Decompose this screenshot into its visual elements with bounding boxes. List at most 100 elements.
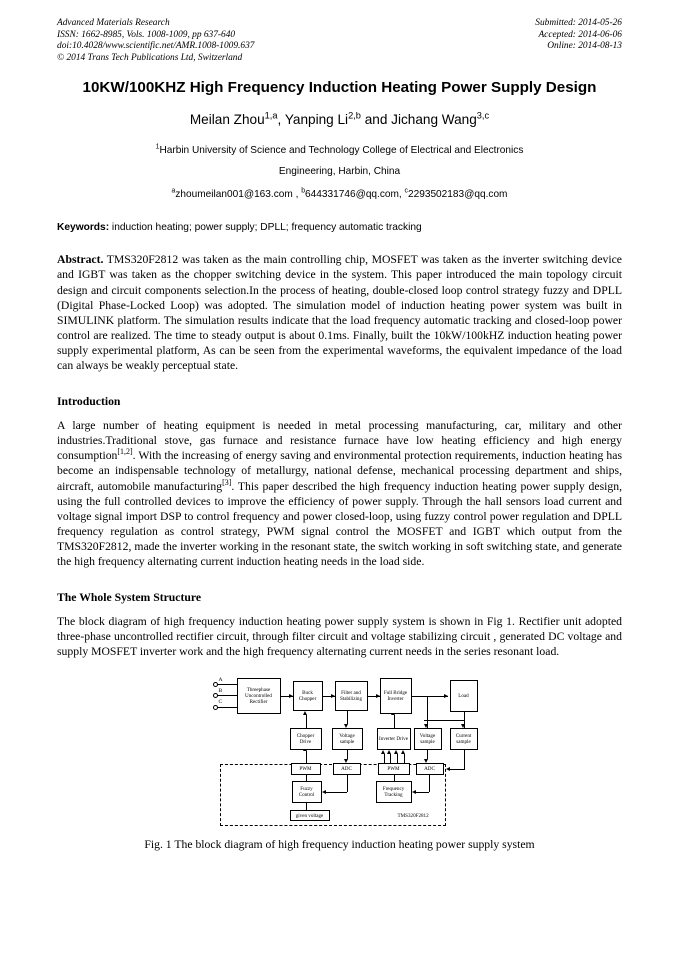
affiliation-text-1: Harbin University of Science and Technol… <box>159 145 524 157</box>
phase-label-c: C <box>218 699 223 706</box>
block-adc-2: ADC <box>415 763 444 776</box>
arrow-pwm2-d <box>401 750 405 755</box>
page-content: Advanced Materials Research ISSN: 1662-8… <box>57 18 622 851</box>
conn-given-voltage-up <box>305 803 307 811</box>
section-heading-system-structure: The Whole System Structure <box>57 591 202 605</box>
block-inverter-drive-label: Inverter Drive <box>379 736 408 743</box>
online-date: Online: 2014-08-13 <box>547 41 622 52</box>
pwm2-line-a <box>383 754 385 764</box>
block-given-voltage: given voltage <box>289 810 330 822</box>
block-adc-2-label: ADC <box>424 766 435 773</box>
abstract-label: Abstract. <box>57 253 104 267</box>
arrow-chopper-to-filter <box>330 693 335 698</box>
arrow-pwm2-a <box>381 750 385 755</box>
block-voltage-sample-2-label: Voltage sample <box>419 733 436 746</box>
author-separator-1: , <box>277 112 285 128</box>
figure-caption: Fig. 1 The block diagram of high frequen… <box>144 838 535 852</box>
journal-copyright: © 2014 Trans Tech Publications Ltd, Swit… <box>57 52 243 63</box>
affiliation-line-2: Engineering, Harbin, China <box>278 166 401 178</box>
author-3-affil-marker: 3,c <box>476 110 490 121</box>
block-rectifier: Threephase Uncontrolled Rectifier <box>236 678 281 715</box>
block-pwm-1: PWM <box>290 763 321 776</box>
conn-chopper-to-filter <box>322 696 335 698</box>
email-marker-a: a <box>171 188 176 196</box>
conn-rectifier-to-chopper <box>280 696 293 698</box>
conn-freq-to-pwm2 <box>393 775 395 782</box>
author-list: Meilan Zhou1,a, Yanping Li2,b and Jichan… <box>57 111 622 129</box>
affiliation-line-1: 1Harbin University of Science and Techno… <box>57 140 622 161</box>
arrow-chopper-drive-up <box>303 711 307 716</box>
email-marker-c: c <box>404 188 408 196</box>
block-frequency-tracking-label: Frequency Tracking <box>382 786 405 799</box>
pwm2-line-b <box>389 754 391 764</box>
arrow-filter-to-vsample1 <box>344 724 348 729</box>
block-fuzzy-control-label: Fuzzy Control <box>298 786 315 799</box>
phase-terminal-c <box>212 705 218 711</box>
author-1-affil-marker: 1,a <box>264 110 278 121</box>
conn-adc1-to-fuzzy <box>325 792 347 794</box>
section-heading-introduction: Introduction <box>57 395 121 409</box>
arrow-current-to-adc2 <box>445 766 450 771</box>
author-2-name: Yanping Li <box>284 112 349 128</box>
journal-issn: ISSN: 1662-8985, Vols. 1008-1009, pp 637… <box>57 29 236 40</box>
email-b: 644331746@qq.com, <box>305 189 402 201</box>
current-sample-to-adc2 <box>449 769 465 771</box>
journal-header-right: Submitted: 2014-05-26 Accepted: 2014-06-… <box>535 18 622 64</box>
block-inverter-drive: Inverter Drive <box>376 728 411 751</box>
arrow-pwm2-c <box>394 750 398 755</box>
journal-name: Advanced Materials Research <box>57 18 170 28</box>
conn-inverter-drive-up <box>393 715 395 729</box>
block-current-sample: Current sample <box>449 728 478 751</box>
block-chopper-drive: Chopper Drive <box>289 728 322 751</box>
block-filter-stabilizing: Filter and Stabilizing <box>334 681 368 712</box>
author-2-affil-marker: 2,b <box>348 110 361 121</box>
block-current-sample-label: Current sample <box>455 733 472 746</box>
author-separator-2: and <box>360 112 392 128</box>
block-frequency-tracking: Frequency Tracking <box>375 781 412 804</box>
arrow-to-load <box>443 693 448 698</box>
load-return-horizontal <box>423 720 465 722</box>
block-pwm-1-label: PWM <box>299 766 312 773</box>
block-diagram: TMS320F2812 A B C Threephase Uncontrolle… <box>180 675 500 827</box>
block-load-label: Load <box>458 693 469 700</box>
email-marker-b: b <box>301 188 306 196</box>
current-sample-down <box>463 750 465 770</box>
block-buck-chopper: Buck Chopper <box>292 681 323 712</box>
keywords-line: Keywords: induction heating; power suppl… <box>57 221 622 235</box>
intro-text-2: . With the increasing of energy saving a… <box>57 449 622 493</box>
journal-doi: doi:10.4028/www.scientific.net/AMR.1008-… <box>57 41 255 52</box>
conn-inverter-to-load <box>411 696 448 698</box>
citation-ref-2: [3] <box>222 477 232 487</box>
conn-adc1-down <box>346 775 348 793</box>
arrow-adc2-to-freq <box>411 789 416 794</box>
phase-terminal-b <box>212 693 218 699</box>
conn-fuzzy-to-pwm1 <box>305 775 307 782</box>
journal-header: Advanced Materials Research ISSN: 1662-8… <box>57 18 622 64</box>
pwm2-line-d <box>403 754 405 764</box>
arrow-pwm2-b <box>387 750 391 755</box>
conn-adc2-to-freq <box>415 792 429 794</box>
arrow-filter-to-inverter <box>375 693 380 698</box>
phase-label-b: B <box>218 688 223 695</box>
conn-chopper-drive-up <box>305 715 307 729</box>
page-title: 10KW/100KHZ High Frequency Induction Hea… <box>82 79 597 97</box>
block-fuzzy-control: Fuzzy Control <box>291 781 322 804</box>
block-adc-1: ADC <box>332 763 361 776</box>
email-separator-1: , <box>292 189 302 201</box>
phase-line-c <box>215 707 237 709</box>
phase-line-a <box>215 684 237 686</box>
phase-line-b <box>215 695 237 697</box>
abstract-text: TMS320F2812 was taken as the main contro… <box>57 253 622 373</box>
author-1-name: Meilan Zhou <box>189 112 265 128</box>
block-voltage-sample-1: Voltage sample <box>331 728 363 751</box>
block-adc-1-label: ADC <box>341 766 352 773</box>
keywords-label: Keywords: <box>57 222 110 234</box>
arrow-rectifier-to-chopper <box>288 693 293 698</box>
conn-pwm1-to-chopper-drive <box>305 751 307 764</box>
arrow-to-voltage-sample-2 <box>424 724 428 729</box>
arrow-vsample2-to-adc2 <box>424 759 428 764</box>
introduction-paragraph: A large number of heating equipment is n… <box>57 418 622 569</box>
citation-ref-1: [1,2] <box>117 447 133 457</box>
author-emails: azhoumeilan001@163.com , b644331746@qq.c… <box>57 184 622 205</box>
